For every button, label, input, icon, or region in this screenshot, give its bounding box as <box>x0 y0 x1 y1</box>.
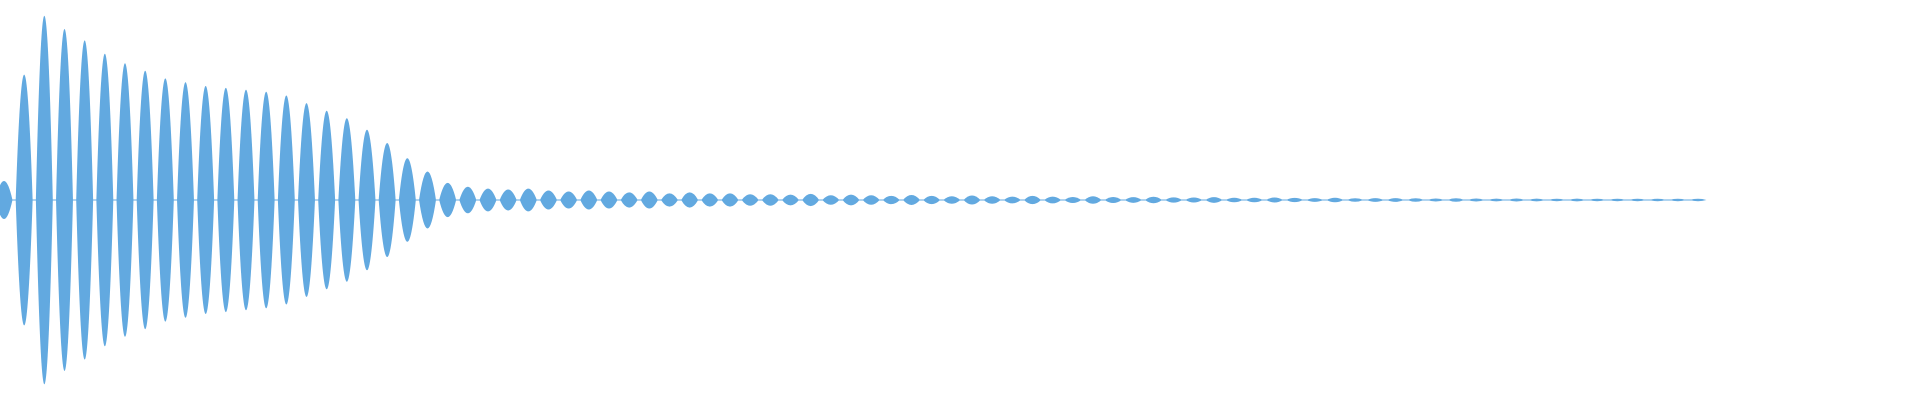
waveform-peak <box>1608 198 1626 202</box>
waveform-peak <box>1084 196 1102 204</box>
waveform-peak <box>76 40 94 360</box>
waveform-peak <box>1145 196 1162 204</box>
waveform-peak <box>1024 195 1041 205</box>
waveform-peak <box>298 103 315 297</box>
waveform-peak <box>1629 198 1646 202</box>
waveform-peak <box>600 191 618 209</box>
waveform-peak <box>358 129 376 271</box>
waveform-peak <box>398 158 416 242</box>
waveform-peak <box>903 195 920 205</box>
waveform-peak <box>1003 196 1021 204</box>
waveform-peak <box>1165 197 1183 203</box>
waveform-peak <box>519 188 537 212</box>
waveform-peak <box>1266 197 1283 203</box>
waveform-peak <box>318 110 336 290</box>
waveform-peak <box>217 87 235 313</box>
waveform-peak <box>1104 196 1122 204</box>
waveform-peak <box>1508 198 1525 202</box>
waveform-peak <box>56 29 73 371</box>
waveform-peak <box>1185 197 1203 203</box>
waveform-peak <box>439 182 457 218</box>
waveform-peak <box>560 191 578 209</box>
waveform-peak <box>1064 196 1082 204</box>
waveform-peak <box>499 189 517 211</box>
waveform-peak <box>257 91 275 309</box>
waveform-peak <box>943 196 961 204</box>
waveform-peak <box>1447 198 1465 202</box>
waveform-peak <box>842 194 860 206</box>
waveform-peak <box>1306 198 1324 202</box>
waveform-peak <box>822 195 840 205</box>
waveform-peak <box>1124 197 1142 203</box>
waveform-peak <box>1487 198 1505 202</box>
waveform-peak <box>802 193 820 207</box>
waveform-peak <box>580 190 598 210</box>
waveform-peak <box>277 95 295 305</box>
waveform-peak <box>782 194 799 206</box>
waveform-peak <box>1649 198 1667 202</box>
waveform-peak <box>741 194 759 206</box>
waveform-peak <box>1548 198 1566 202</box>
waveform-peak <box>640 191 658 209</box>
waveform-peak <box>1669 198 1687 202</box>
waveform-peak <box>1346 198 1364 202</box>
waveform-peak <box>761 194 779 206</box>
waveform-peak <box>721 193 739 207</box>
waveform-peak <box>1467 198 1485 202</box>
waveform-peak <box>338 118 356 282</box>
waveform-peak <box>923 195 941 205</box>
waveform-peak <box>1245 197 1263 203</box>
waveform-peak <box>1568 198 1586 202</box>
waveform-peak <box>1326 197 1344 203</box>
waveform-peak <box>661 193 678 207</box>
waveform-peak <box>1205 197 1223 203</box>
waveform-peaks <box>0 15 1707 385</box>
waveform-peak <box>459 186 477 214</box>
waveform-peak <box>177 82 194 318</box>
waveform-peak <box>35 15 53 385</box>
waveform-peak <box>983 196 1001 204</box>
waveform-peak <box>1225 197 1243 203</box>
waveform-peak <box>1588 198 1606 202</box>
waveform-peak <box>0 181 13 219</box>
waveform-peak <box>862 195 880 205</box>
waveform-peak <box>419 171 436 229</box>
waveform-peak <box>681 192 699 208</box>
waveform-peak <box>479 188 497 212</box>
waveform-peak <box>540 190 557 210</box>
waveform-peak <box>96 53 114 347</box>
waveform-peak <box>237 89 255 311</box>
waveform-peak <box>1427 198 1445 202</box>
waveform-peak <box>1528 198 1546 202</box>
waveform-peak <box>156 78 174 322</box>
waveform-peak <box>15 74 33 326</box>
waveform-peak <box>116 63 134 337</box>
waveform-peak <box>701 193 719 207</box>
waveform-peak <box>882 195 900 205</box>
waveform-peak <box>1387 198 1404 202</box>
waveform-peak <box>378 143 396 257</box>
waveform-peak <box>136 70 154 330</box>
waveform-peak <box>1689 198 1707 202</box>
waveform-peak <box>1286 197 1304 203</box>
waveform-peak <box>620 192 638 208</box>
waveform-peak <box>1407 198 1425 202</box>
waveform-peak <box>963 195 981 205</box>
waveform-peak <box>197 86 215 314</box>
waveform-peak <box>1044 196 1062 204</box>
waveform-peak <box>1366 198 1384 202</box>
